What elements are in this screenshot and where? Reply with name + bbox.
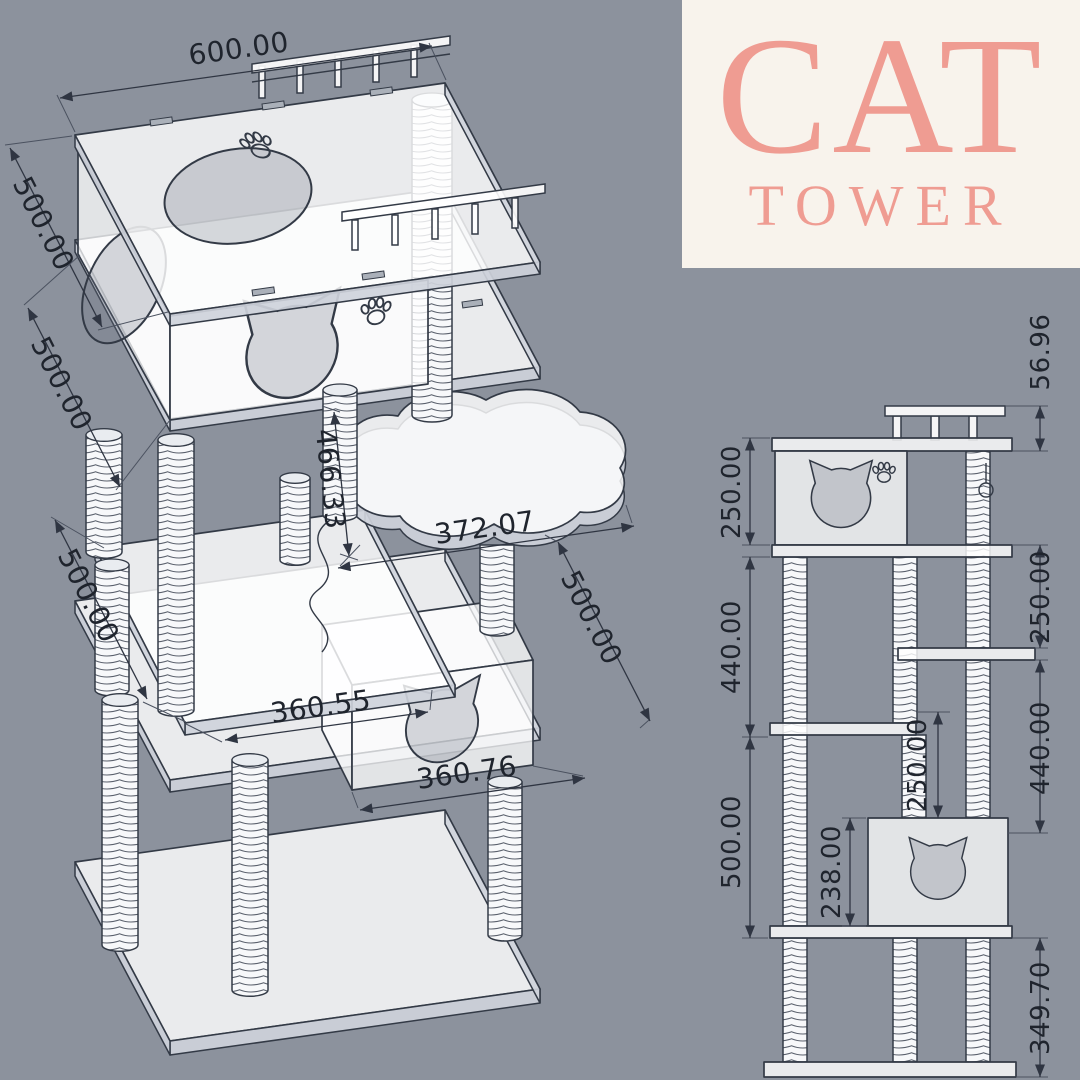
post: [901, 734, 927, 819]
dim-label: 500.00: [717, 795, 747, 889]
side-lower-platform: [769, 925, 1013, 939]
circle-hole-top: [163, 147, 313, 245]
side-structure: [763, 437, 1036, 1078]
dim-lower-post-height: 500.00: [717, 737, 768, 939]
side-base: [763, 1061, 1017, 1078]
scratching-post: [157, 433, 195, 718]
side-cat-hole-top: [809, 459, 873, 529]
side-view: 56.96 250.00 440.00 500.00 250.00 440.00: [717, 314, 1056, 1078]
logo-panel: CAT TOWER: [682, 0, 1080, 268]
side-under-bar: [771, 544, 1013, 558]
toy-ball: [978, 482, 994, 498]
dim-label: 250.00: [717, 445, 747, 539]
dim-upper-post-height: 440.00: [717, 556, 770, 738]
scratching-post: [231, 753, 269, 998]
side-cat-hole-lower: [908, 836, 968, 900]
iso-view: 600.00 500.00 500.00 500.00 466.33 372.0…: [4, 25, 651, 1056]
dim-label: 250.00: [903, 718, 933, 812]
dim-label: 500.00: [24, 331, 99, 436]
dim-lower-box-height: 238.00: [817, 817, 866, 927]
scratching-post: [85, 428, 123, 560]
side-mid-left-platform: [769, 722, 917, 736]
scratching-post: [279, 472, 311, 567]
post: [892, 556, 918, 724]
dim-label: 500.00: [554, 565, 629, 670]
dim-label: 56.96: [1026, 314, 1056, 391]
side-rail: [884, 405, 1006, 441]
dim-label: 440.00: [1026, 701, 1056, 795]
dim-right-mid-gap: 440.00: [1008, 659, 1056, 834]
scratching-post: [101, 693, 139, 953]
logo-title: CAT: [716, 3, 1046, 190]
logo-subtitle: TOWER: [748, 172, 1014, 238]
dim-label: 238.00: [817, 825, 847, 919]
post: [782, 937, 808, 1063]
post: [892, 937, 918, 1063]
scratching-post: [487, 775, 523, 942]
dim-rail-height: 56.96: [1006, 314, 1056, 452]
post: [965, 659, 991, 819]
dim-label: 440.00: [717, 600, 747, 694]
dim-mid-platform-depth: 500.00: [544, 534, 651, 729]
base-slab: [74, 809, 541, 1056]
dim-label: 349.70: [1026, 961, 1056, 1055]
post: [782, 556, 808, 927]
dim-small-post-height: 250.00: [903, 711, 950, 818]
dim-top-box-height: 250.00: [717, 437, 770, 546]
side-top-platform: [771, 437, 1013, 452]
dim-base-section-height: 349.70: [1012, 937, 1056, 1078]
railing-front: [341, 183, 546, 251]
side-posts: [782, 450, 991, 1063]
dim-right-upper-gap: 250.00: [1012, 544, 1056, 649]
scratching-post: [479, 544, 515, 637]
post: [965, 937, 991, 1063]
side-mid-right-platform: [897, 647, 1036, 661]
dim-label: 500.00: [6, 171, 81, 276]
dim-label: 250.00: [1026, 550, 1056, 644]
